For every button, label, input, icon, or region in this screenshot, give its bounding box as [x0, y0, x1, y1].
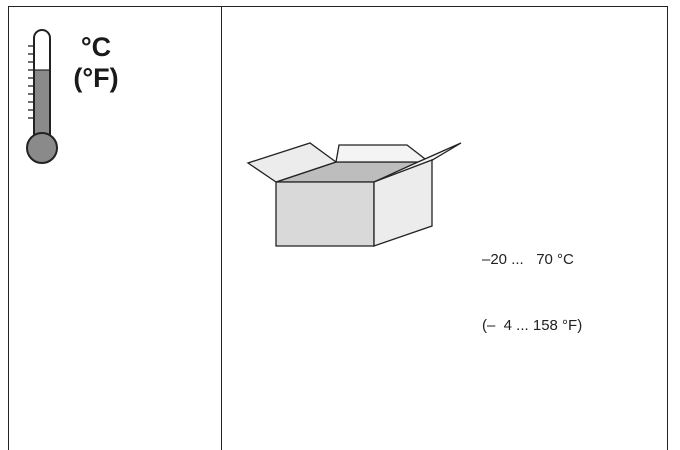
range-fahrenheit: (– 4 ... 158 °F) [482, 317, 583, 334]
unit-fahrenheit: (°F) [73, 63, 119, 93]
open-box-icon [246, 142, 462, 247]
range-celsius: –20 ... 70 °C [482, 251, 574, 268]
panel-divider [221, 6, 222, 450]
unit-celsius: °C [80, 32, 112, 62]
thermometer-icon [26, 29, 58, 164]
temperature-unit-label: °C (°F) [66, 32, 126, 94]
storage-temperature-range: –20 ... 70 °C (– 4 ... 158 °F) [482, 205, 582, 359]
diagram-frame [8, 6, 668, 450]
